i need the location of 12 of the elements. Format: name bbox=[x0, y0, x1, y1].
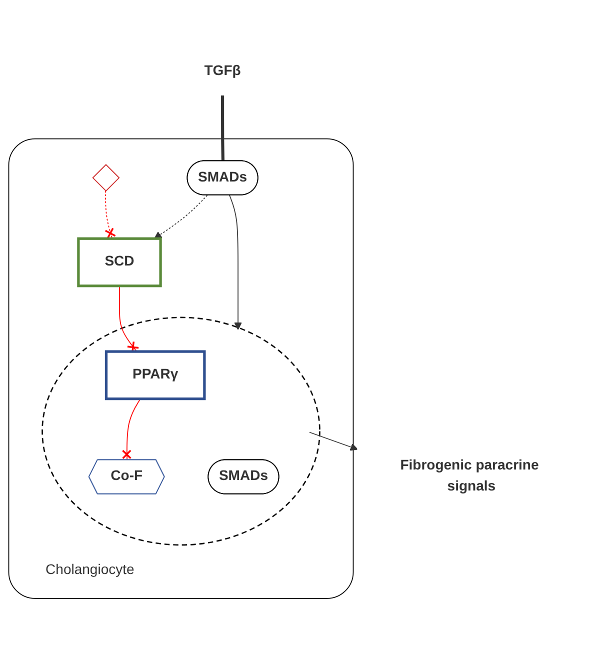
arrow bbox=[228, 194, 242, 330]
arrow bbox=[154, 194, 208, 239]
node-diamond bbox=[92, 164, 120, 192]
connector bbox=[221, 94, 224, 162]
connector bbox=[104, 190, 116, 239]
cluster bbox=[42, 316, 320, 546]
node-box: PPARγ bbox=[104, 350, 206, 400]
node-text: TGFβ bbox=[204, 63, 241, 78]
node-text: Fibrogenic paracrine signals bbox=[400, 458, 539, 494]
node-box: SCD bbox=[77, 237, 162, 288]
arrow bbox=[309, 432, 358, 451]
connector bbox=[122, 398, 141, 460]
